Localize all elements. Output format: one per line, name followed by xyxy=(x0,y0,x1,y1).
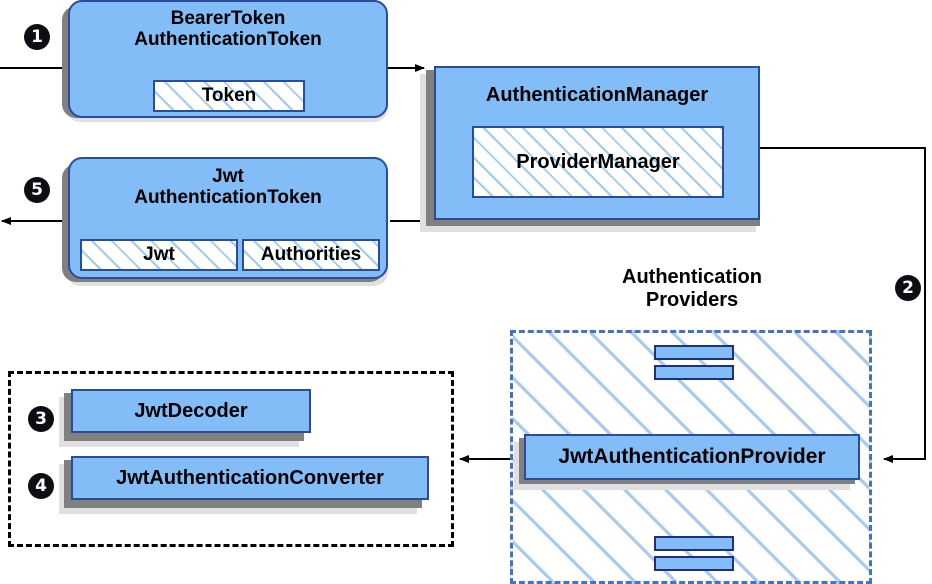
authentication-manager-title: AuthenticationManager xyxy=(485,84,709,106)
authentication-providers-caption: Authentication Providers xyxy=(562,266,822,312)
token-inner-label: Token xyxy=(201,85,257,106)
bearer-token-title-line1: BearerToken xyxy=(170,8,286,29)
step-badge-2: 2 xyxy=(895,275,921,301)
support-components-region xyxy=(8,371,454,547)
provider-stack-bar-bottom-2 xyxy=(654,556,734,571)
jwt-decoder-node[interactable]: JwtDecoder xyxy=(71,389,311,433)
provider-manager-inner-box[interactable]: ProviderManager xyxy=(472,126,724,198)
jwt-token-title-line2: AuthenticationToken xyxy=(134,187,322,209)
jwt-authentication-converter-node[interactable]: JwtAuthenticationConverter xyxy=(71,456,429,500)
step-badge-3: 3 xyxy=(28,406,54,432)
authorities-inner-label: Authorities xyxy=(260,244,362,265)
jwt-inner-label: Jwt xyxy=(143,244,175,265)
token-inner-box[interactable]: Token xyxy=(153,80,305,112)
jwt-decoder-label: JwtDecoder xyxy=(134,399,248,422)
provider-stack-bar-bottom-1 xyxy=(654,536,734,551)
authentication-providers-caption-line1: Authentication xyxy=(622,266,762,288)
step-badge-4: 4 xyxy=(28,473,54,499)
authentication-manager-node[interactable]: AuthenticationManager ProviderManager xyxy=(434,66,760,220)
step-badge-5: 5 xyxy=(24,177,50,203)
provider-stack-bar-top-2 xyxy=(654,365,734,380)
jwt-authentication-converter-label: JwtAuthenticationConverter xyxy=(116,466,384,489)
jwt-authentication-provider-label: JwtAuthenticationProvider xyxy=(558,445,826,468)
step-badge-1: 1 xyxy=(24,24,50,50)
authentication-providers-caption-line2: Providers xyxy=(645,289,739,311)
jwt-authentication-provider-node[interactable]: JwtAuthenticationProvider xyxy=(524,434,860,480)
jwt-authentication-token-node[interactable]: Jwt AuthenticationToken Jwt Authorities xyxy=(68,157,388,279)
authorities-inner-box[interactable]: Authorities xyxy=(242,239,380,271)
bearer-token-authentication-token-node[interactable]: BearerToken AuthenticationToken Token xyxy=(68,0,388,118)
jwt-inner-box[interactable]: Jwt xyxy=(80,239,238,271)
provider-stack-bar-top-1 xyxy=(654,345,734,360)
jwt-token-title-line1: Jwt xyxy=(212,166,244,187)
bearer-token-title-line2: AuthenticationToken xyxy=(134,29,322,51)
provider-manager-label: ProviderManager xyxy=(516,150,680,173)
